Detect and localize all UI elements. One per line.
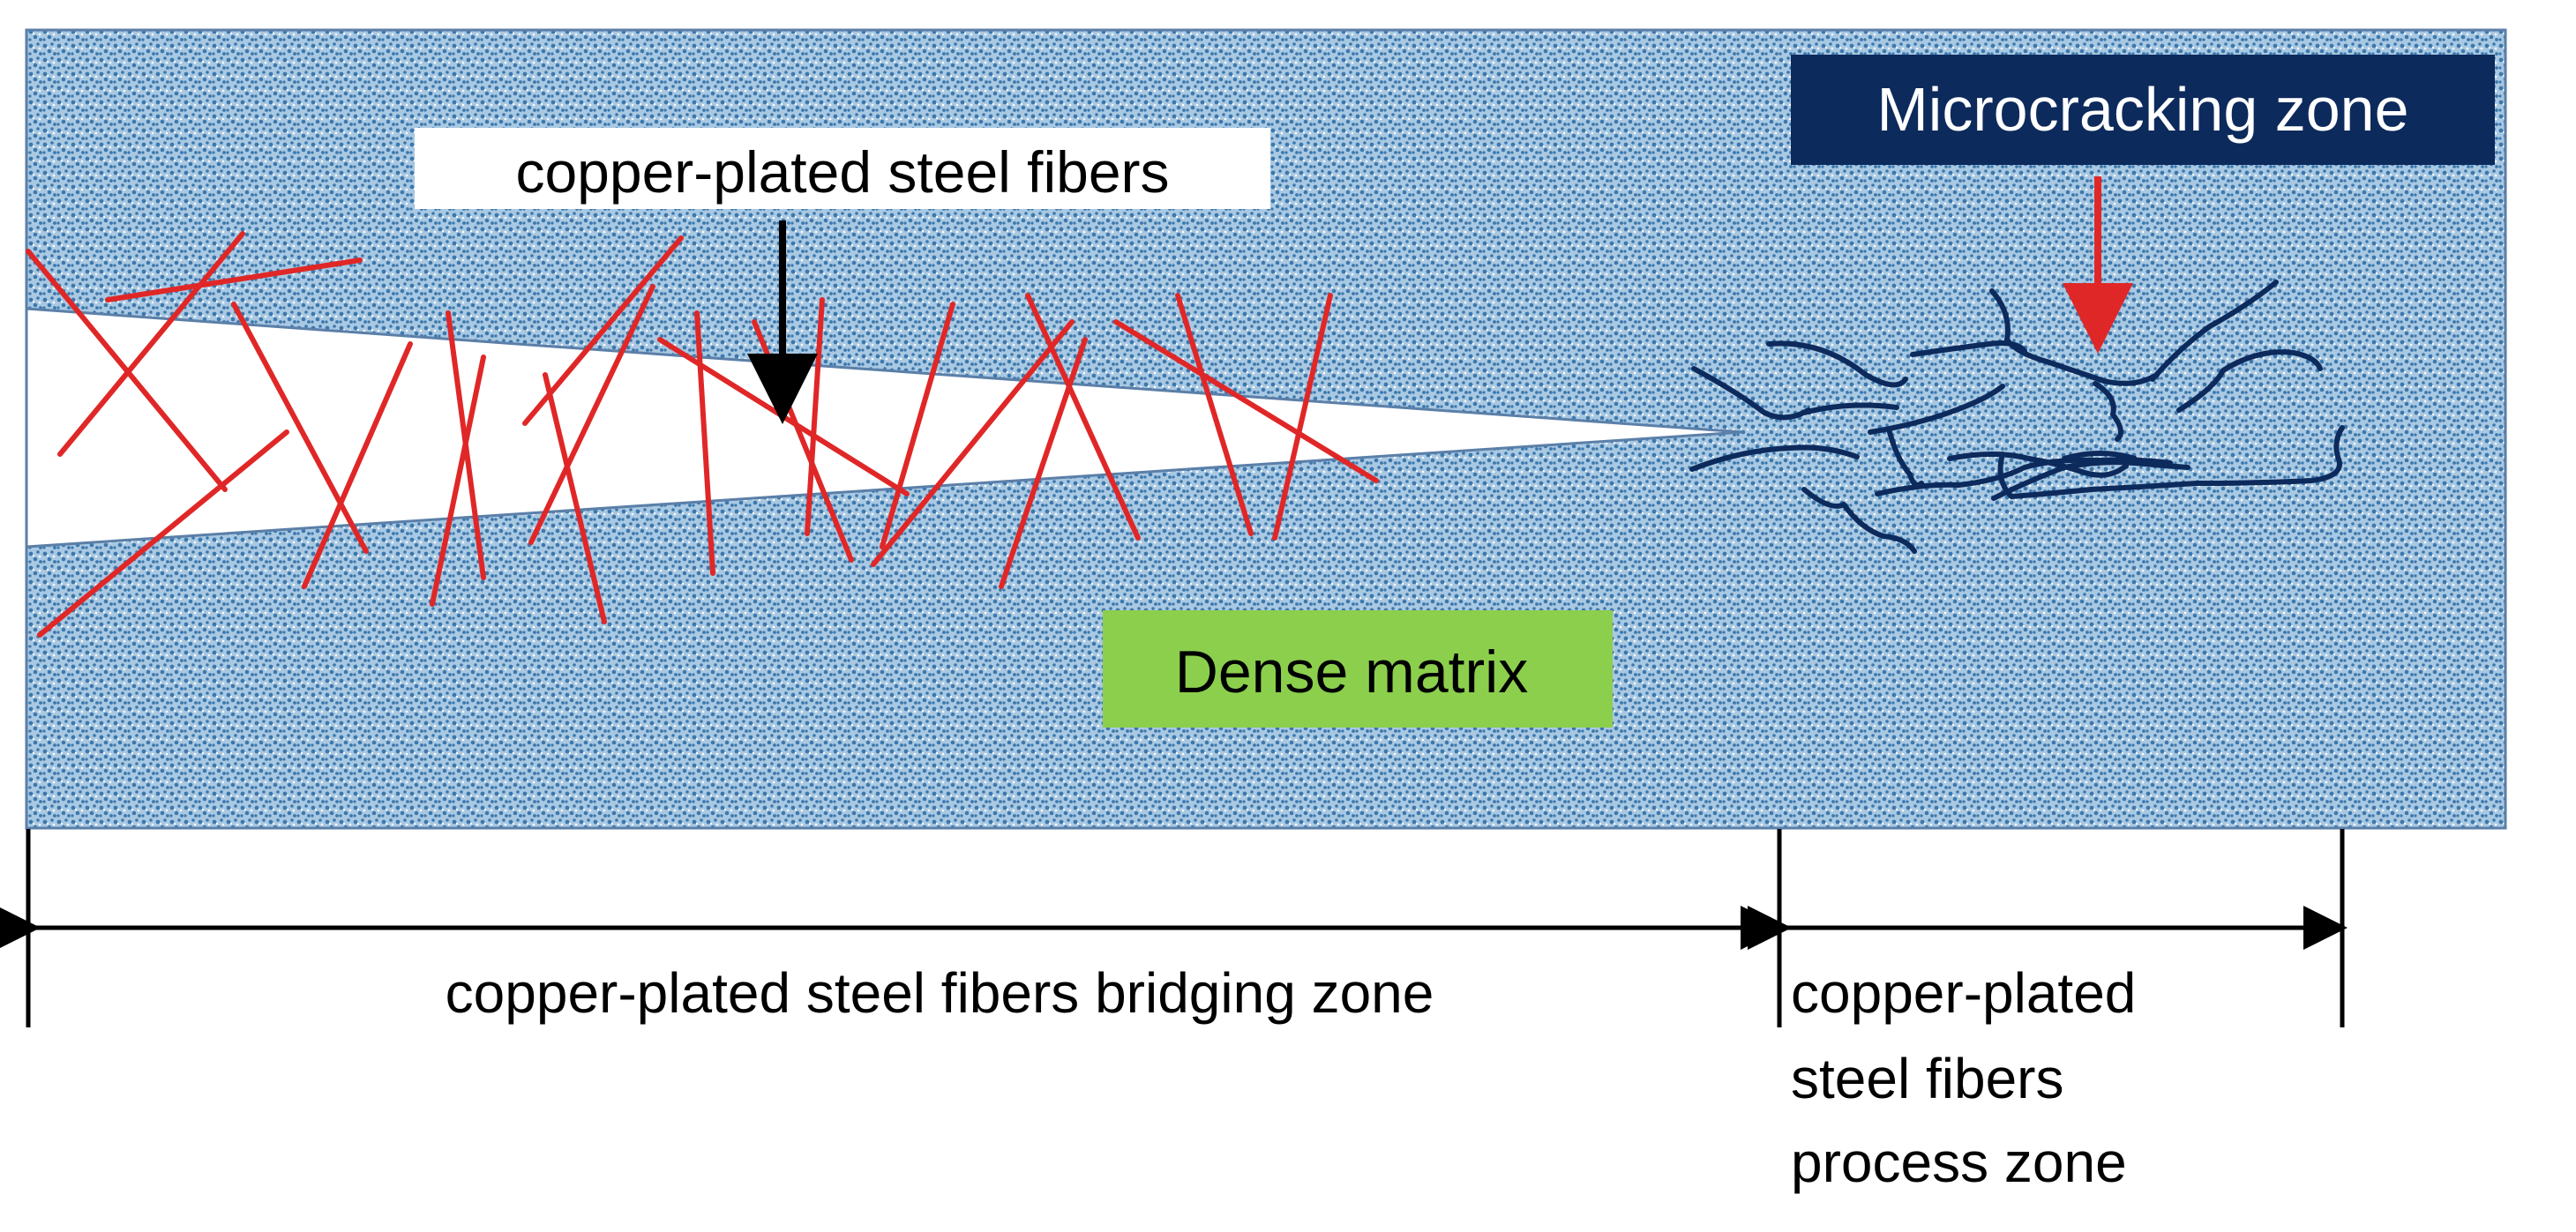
fiber xyxy=(999,337,1088,589)
bridging-fibers xyxy=(26,231,1379,638)
fiber xyxy=(302,341,413,589)
fiber xyxy=(231,302,369,554)
fiber xyxy=(1025,293,1141,541)
dense-matrix-label: Dense matrix xyxy=(1175,638,1529,706)
fiber xyxy=(105,258,363,302)
fiber xyxy=(37,429,289,638)
fibers-callout-box xyxy=(415,128,1270,209)
fiber xyxy=(871,319,1075,567)
microcrack xyxy=(2176,349,2323,413)
fiber xyxy=(1113,319,1379,483)
bridging-zone-label: copper-plated steel fibers bridging zone xyxy=(446,961,1434,1025)
microcrack xyxy=(1766,340,1908,388)
process-zone-label-line-3: process zone xyxy=(1791,1131,2127,1194)
microcrack xyxy=(1991,459,2190,501)
process-zone-label-line-1: copper-plated xyxy=(1791,961,2136,1025)
fiber xyxy=(694,310,715,576)
fibers-callout-label: copper-plated steel fibers xyxy=(515,139,1169,205)
microcrack xyxy=(1801,487,1917,554)
microcrack xyxy=(1997,425,2345,499)
microcrack xyxy=(1910,340,2027,357)
fiber xyxy=(543,372,607,624)
fiber xyxy=(57,231,245,457)
fiber xyxy=(528,284,655,545)
fiber xyxy=(880,302,955,549)
fiber xyxy=(430,355,486,607)
process-zone-label-line-2: steel fibers xyxy=(1791,1047,2063,1110)
microcrack xyxy=(1691,366,1811,421)
dense-matrix-box xyxy=(1103,610,1613,728)
microcrack xyxy=(2150,280,2279,382)
microcrack xyxy=(1689,444,1860,472)
microcrack xyxy=(1989,288,2160,386)
microcrack xyxy=(2093,381,2123,442)
microcrack xyxy=(1947,452,2129,478)
microcrack xyxy=(1801,402,1899,415)
microcracking-callout-label: Microcracking zone xyxy=(1877,75,2409,144)
fiber xyxy=(1175,293,1254,536)
microcrack xyxy=(1868,384,2005,435)
microcrack xyxy=(2062,451,2138,461)
microcracks xyxy=(1689,280,2345,554)
fiber xyxy=(1272,293,1333,541)
microcracking-callout-box xyxy=(1791,55,2495,165)
